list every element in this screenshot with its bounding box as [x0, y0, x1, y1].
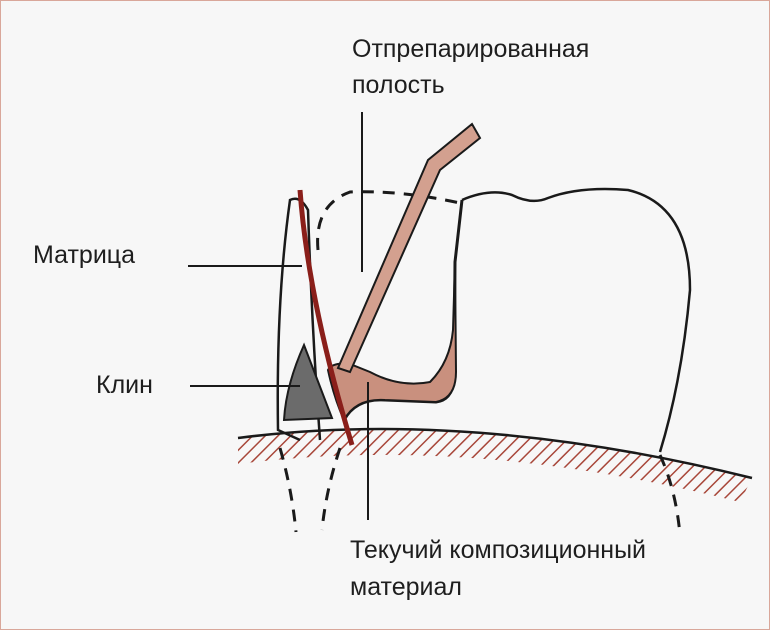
label-cavity-line2: полость	[352, 71, 445, 99]
root-dashed-right	[658, 454, 682, 536]
gingiva-outline	[237, 427, 753, 480]
gingiva-hatch	[238, 429, 752, 502]
original-contour-dashed	[316, 190, 461, 251]
label-cavity-line1: Отпрепарированная	[352, 35, 590, 63]
label-flowable-line2: материал	[350, 573, 462, 601]
wedge	[282, 342, 334, 422]
instrument	[336, 122, 482, 374]
label-wedge: Клин	[96, 371, 153, 399]
prepared-tooth-outline	[461, 187, 692, 453]
matrix-band	[297, 189, 355, 446]
root-dashed-left	[278, 447, 298, 533]
root-dashed-middle	[320, 447, 342, 531]
label-matrix: Матрица	[33, 241, 136, 269]
label-flowable-line1: Текучий композиционный	[350, 536, 647, 564]
flowable-composite	[326, 261, 458, 423]
